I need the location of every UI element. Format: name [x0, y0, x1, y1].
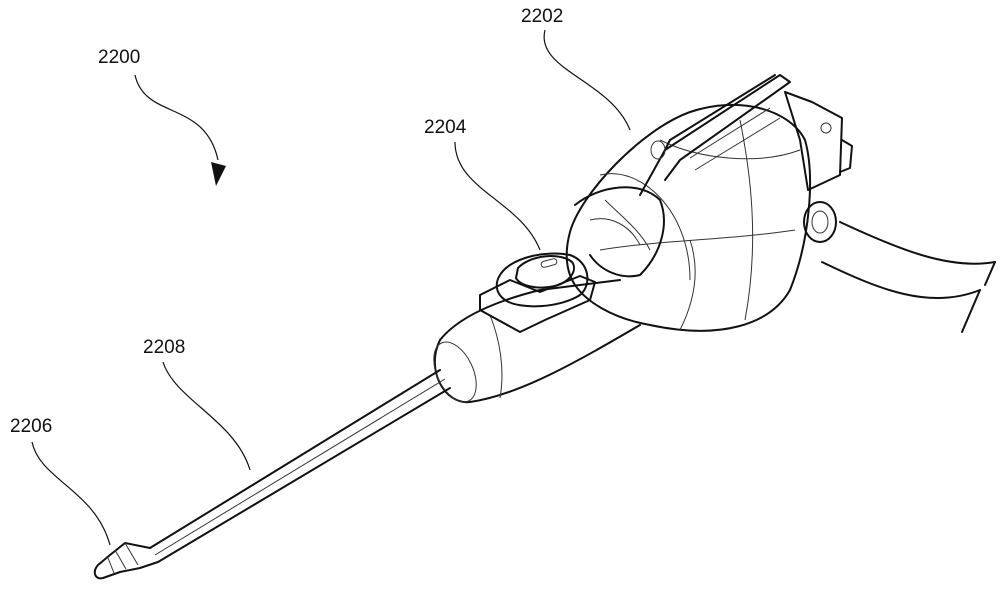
label-2202: 2202	[521, 6, 563, 27]
label-2208: 2208	[143, 337, 185, 358]
distal-tip	[95, 543, 158, 578]
handle-body	[567, 75, 810, 331]
shaft	[150, 370, 450, 562]
label-2200: 2200	[98, 47, 140, 68]
leader-2208	[163, 362, 250, 470]
leader-2204	[455, 142, 540, 250]
control-button	[480, 254, 595, 332]
leader-2206	[32, 442, 110, 545]
rear-connector	[785, 92, 852, 190]
device-arrow	[135, 75, 226, 186]
label-2204: 2204	[424, 117, 467, 138]
leader-2202	[544, 30, 630, 130]
barrel	[425, 280, 640, 409]
cable	[804, 202, 995, 332]
label-2206: 2206	[10, 416, 52, 437]
